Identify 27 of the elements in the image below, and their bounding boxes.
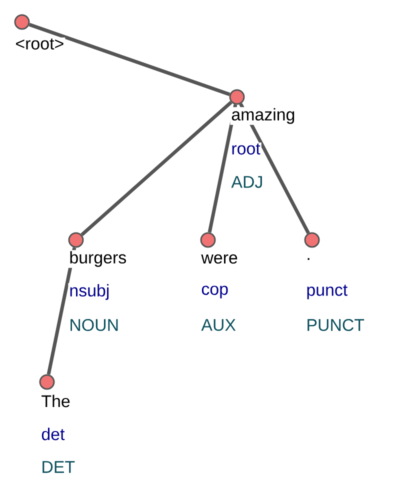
pos-tag-label: PUNCT [305,318,366,332]
root-label: <root> [14,37,66,51]
token-node [229,89,245,105]
token-node [39,374,55,390]
pos-tag-label: NOUN [68,318,120,332]
dependency-label: cop [200,284,230,300]
pos-tag-label: DET [40,460,76,474]
pos-tag-label: AUX [200,318,238,332]
word-label: were [200,253,239,265]
tree-edge [239,103,310,234]
word-label: The [40,394,72,408]
tree-edge [80,100,232,236]
dependency-label: nsubj [68,283,111,301]
tree-edge [46,247,76,375]
word-label: burgers [68,250,128,268]
dependency-label: det [40,426,66,442]
pos-tag-label: ADJ [230,175,264,189]
word-label: . [305,257,312,261]
word-label: amazing [230,107,296,125]
token-node [200,232,216,248]
tree-edge [28,22,230,96]
token-node [68,232,84,248]
tree-edge [208,104,238,233]
dependency-label: root [230,142,262,156]
dependency-label: punct [305,284,349,300]
token-node [14,14,30,30]
token-node [304,232,320,248]
